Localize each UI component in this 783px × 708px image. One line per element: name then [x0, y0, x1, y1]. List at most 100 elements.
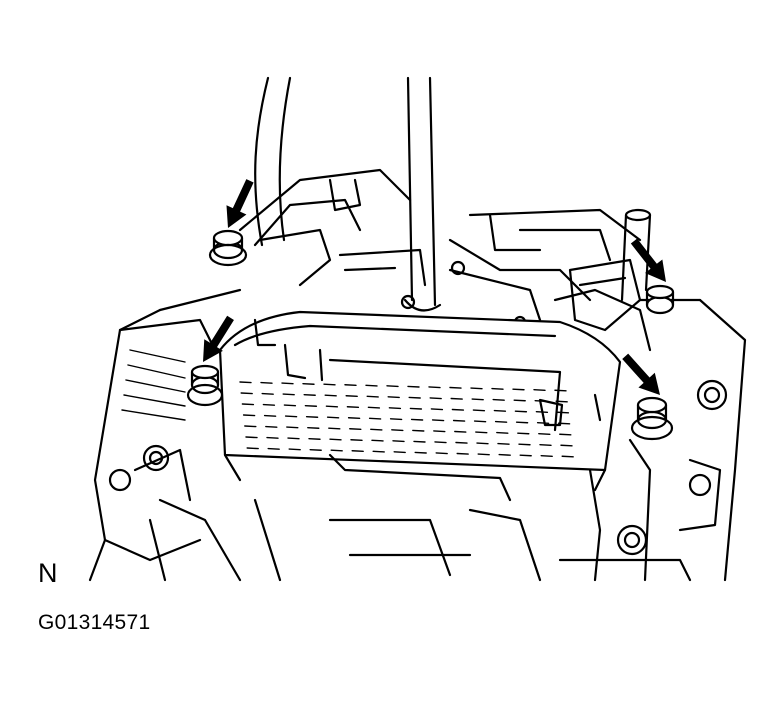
- grid-slot: [449, 386, 462, 389]
- grid-slot: [368, 417, 382, 420]
- housing-fasteners: [108, 379, 728, 556]
- grid-slot: [263, 414, 277, 417]
- grid-slot: [283, 404, 297, 407]
- grid-slot: [366, 395, 379, 398]
- bolt-lower-right: [630, 396, 674, 441]
- grid-slot: [287, 437, 300, 440]
- grid-slot: [540, 455, 553, 457]
- grid-slot: [433, 430, 446, 433]
- module-grid-slots: [239, 381, 574, 458]
- grid-slot: [346, 406, 360, 409]
- bolt-upper-right: [645, 284, 675, 315]
- grid-slot: [370, 428, 383, 431]
- grid-slot: [513, 399, 526, 402]
- grid-slot: [454, 430, 467, 433]
- grid-slot: [260, 381, 273, 384]
- bolt-lower-left: [186, 364, 224, 407]
- grid-slot: [535, 411, 549, 413]
- grid-slot: [240, 392, 253, 395]
- grid-slot: [556, 411, 570, 414]
- grid-slot: [349, 428, 362, 431]
- shift-lever-shaft: [403, 76, 442, 312]
- grid-slot: [328, 427, 341, 430]
- grid-slot: [345, 395, 358, 398]
- arrow-icon: [630, 238, 666, 282]
- grid-slot: [387, 396, 400, 399]
- grid-slot: [386, 385, 399, 388]
- grid-slot: [456, 452, 469, 455]
- grid-slot: [431, 419, 445, 422]
- grid-slot: [302, 382, 315, 385]
- upper-housing: [238, 168, 652, 352]
- grid-slot: [428, 386, 441, 389]
- grid-slot: [491, 387, 504, 390]
- grid-slot: [344, 384, 357, 387]
- grid-slot: [326, 416, 340, 419]
- grid-slot: [284, 415, 298, 418]
- grid-slot: [391, 429, 404, 432]
- grid-slot: [554, 389, 567, 392]
- grid-slot: [475, 431, 488, 434]
- rib-hatching-left: [121, 349, 186, 421]
- grid-slot: [561, 455, 574, 458]
- grid-slot: [494, 420, 508, 423]
- grid-slot: [512, 388, 525, 391]
- grid-slot: [350, 439, 363, 442]
- grid-slot: [325, 405, 339, 408]
- base-housing: [88, 288, 747, 582]
- grid-slot: [351, 450, 364, 453]
- grid-slot: [536, 422, 550, 424]
- grid-slot: [412, 429, 425, 432]
- grid-slot: [450, 397, 463, 400]
- grid-slot: [519, 454, 532, 457]
- grid-slot: [261, 392, 274, 395]
- grid-slot: [473, 420, 487, 423]
- grid-slot: [329, 438, 342, 441]
- grid-slot: [476, 442, 489, 445]
- bolt-upper-left: [208, 229, 248, 267]
- grid-slot: [409, 407, 423, 410]
- grid-slot: [365, 384, 378, 387]
- indicator-module: [218, 310, 622, 502]
- grid-slot: [472, 409, 486, 412]
- grid-slot: [538, 433, 551, 435]
- grid-slot: [477, 453, 490, 456]
- grid-slot: [434, 441, 447, 444]
- grid-slot: [470, 387, 483, 390]
- view-label: N: [38, 558, 58, 588]
- grid-slot: [393, 451, 406, 454]
- grid-slot: [435, 452, 448, 455]
- grid-slot: [493, 409, 507, 412]
- grid-slot: [534, 400, 547, 402]
- grid-slot: [414, 451, 427, 454]
- arrow-icon: [203, 315, 234, 362]
- grid-slot: [430, 408, 444, 411]
- grid-slot: [330, 449, 343, 452]
- grid-slot: [515, 421, 529, 424]
- grid-slot: [367, 406, 381, 409]
- cable-lines: [254, 76, 292, 247]
- arrow-icon: [622, 353, 660, 395]
- grid-slot: [413, 440, 426, 443]
- grid-slot: [496, 431, 509, 434]
- grid-slot: [388, 407, 402, 410]
- figure-code: G01314571: [38, 611, 151, 634]
- grid-slot: [303, 393, 316, 396]
- grid-slot: [304, 404, 318, 407]
- grid-slot: [410, 418, 424, 421]
- grid-slot: [408, 396, 421, 399]
- grid-slot: [245, 436, 258, 439]
- grid-slot: [288, 448, 301, 451]
- grid-slot: [492, 398, 505, 401]
- grid-slot: [266, 436, 279, 439]
- grid-slot: [455, 441, 468, 444]
- grid-slot: [533, 389, 546, 391]
- grid-slot: [498, 453, 511, 456]
- grid-slot: [407, 385, 420, 388]
- grid-slot: [389, 418, 403, 421]
- grid-slot: [555, 400, 568, 403]
- grid-slot: [305, 415, 319, 418]
- grid-slot: [471, 398, 484, 401]
- arrow-icon: [226, 179, 254, 228]
